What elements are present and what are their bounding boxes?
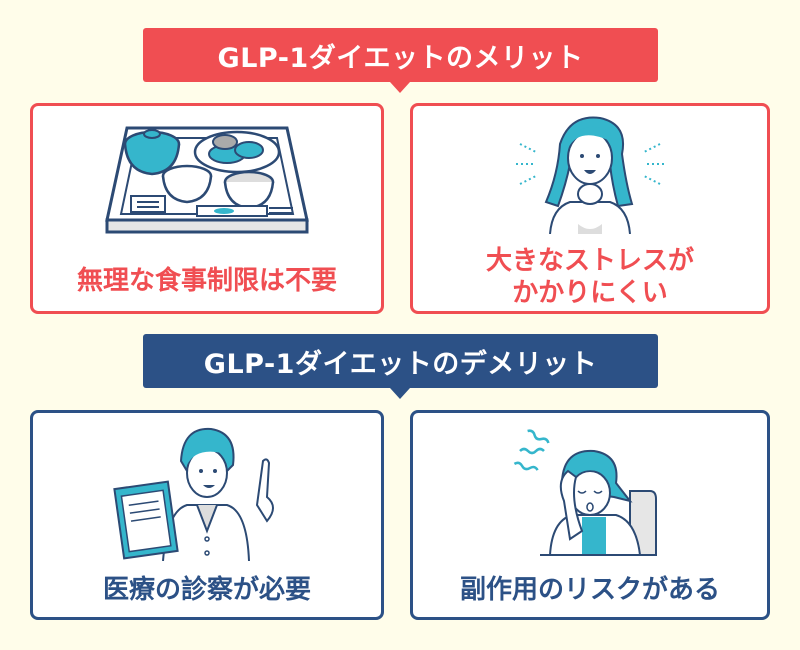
merit-card-low-stress: 大きなストレスが かかりにくい [410,103,770,314]
demerit-card-medical-exam: 医療の診察が必要 [30,410,384,620]
merits-banner: GLP-1ダイエットのメリット [143,28,658,93]
demerit-label: 副作用のリスクがある [459,575,720,605]
unwell-woman-icon [513,429,657,556]
merit-card-no-diet-restriction: 無理な食事制限は不要 [30,103,384,314]
merit-label-line1: 大きなストレスが [485,246,694,276]
demerit-label: 医療の診察が必要 [102,575,311,605]
demerits-title: GLP-1ダイエットのデメリット [203,348,598,380]
merit-label: 無理な食事制限は不要 [76,266,337,296]
demerits-banner: GLP-1ダイエットのデメリット [143,334,658,399]
demerit-card-side-effects: 副作用のリスクがある [410,410,770,620]
meal-tray-icon [105,126,309,234]
happy-woman-icon [516,116,664,234]
merit-label-line2: かかりにくい [512,278,668,308]
merits-title: GLP-1ダイエットのメリット [217,42,584,74]
doctor-clipboard-icon [113,427,274,561]
